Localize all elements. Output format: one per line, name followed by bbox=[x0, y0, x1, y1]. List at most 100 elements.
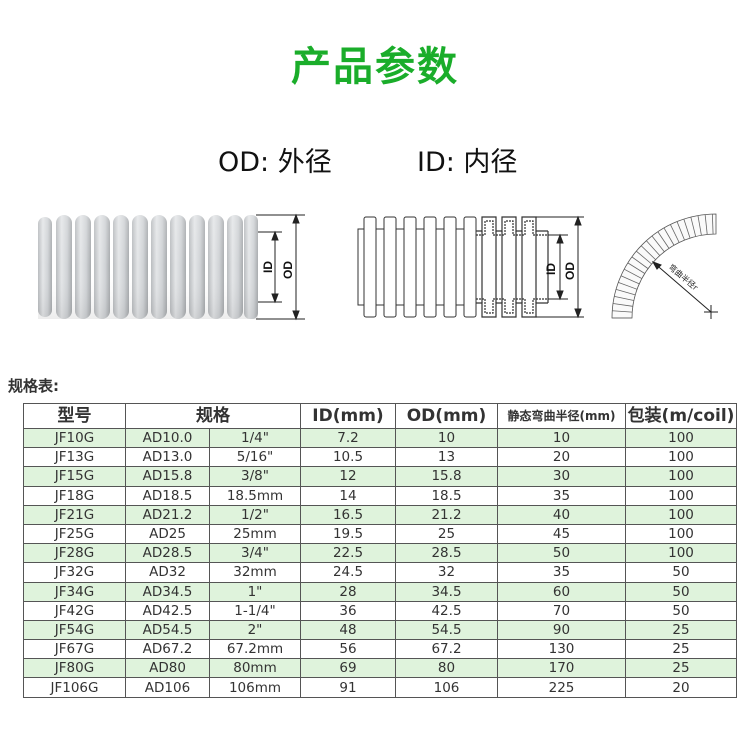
cell-model: JF80G bbox=[23, 658, 126, 679]
legend-od: OD: 外径 bbox=[218, 147, 332, 178]
cell-model: JF32G bbox=[23, 562, 126, 583]
cell-id: 56 bbox=[300, 639, 396, 660]
cell-ad: AD18.5 bbox=[125, 485, 210, 506]
cell-size: 18.5mm bbox=[209, 485, 301, 506]
cell-ad: AD28.5 bbox=[125, 543, 210, 564]
cell-bend-radius: 10 bbox=[497, 427, 626, 449]
cell-size: 1/4" bbox=[209, 427, 301, 449]
cell-packaging: 50 bbox=[625, 600, 737, 621]
cell-size: 3/4" bbox=[209, 543, 301, 564]
conduit-outer-view-figure: ID OD bbox=[38, 213, 305, 321]
table-header-row: 型号 规格 ID(mm) OD(mm) 静态弯曲半径(mm) 包装(m/coil… bbox=[23, 403, 737, 429]
cell-packaging: 25 bbox=[625, 639, 737, 660]
header-bend-radius: 静态弯曲半径(mm) bbox=[497, 403, 626, 429]
cell-model: JF18G bbox=[23, 485, 126, 506]
section-ribs bbox=[357, 216, 477, 318]
cell-packaging: 50 bbox=[625, 581, 737, 602]
cell-bend-radius: 50 bbox=[497, 543, 626, 564]
cell-model: JF13G bbox=[23, 447, 126, 468]
cell-size: 1" bbox=[209, 581, 301, 602]
cell-id: 24.5 bbox=[300, 562, 396, 583]
conduit-ribs bbox=[38, 215, 258, 319]
header-model: 型号 bbox=[23, 403, 126, 429]
cell-model: JF54G bbox=[23, 619, 126, 641]
cell-id: 12 bbox=[300, 466, 396, 487]
cell-ad: AD25 bbox=[125, 523, 210, 545]
cell-od: 42.5 bbox=[395, 600, 498, 621]
cell-od: 18.5 bbox=[395, 485, 498, 506]
cell-packaging: 25 bbox=[625, 619, 737, 641]
cell-id: 91 bbox=[300, 677, 396, 698]
cell-packaging: 100 bbox=[625, 427, 737, 449]
id-dimension-label: ID bbox=[261, 261, 275, 273]
cell-ad: AD106 bbox=[125, 677, 210, 698]
cell-bend-radius: 30 bbox=[497, 466, 626, 487]
cell-bend-radius: 90 bbox=[497, 619, 626, 641]
cell-packaging: 100 bbox=[625, 466, 737, 487]
cell-bend-radius: 60 bbox=[497, 581, 626, 602]
spec-table-label: 规格表: bbox=[8, 377, 59, 395]
cell-ad: AD34.5 bbox=[125, 581, 210, 602]
header-od: OD(mm) bbox=[395, 403, 498, 429]
conduit-section-view-figure: ID OD bbox=[357, 215, 584, 319]
cell-od: 106 bbox=[395, 677, 498, 698]
cell-packaging: 50 bbox=[625, 562, 737, 583]
spec-table: 型号 规格 ID(mm) OD(mm) 静态弯曲半径(mm) 包装(m/coil… bbox=[23, 403, 737, 698]
cell-model: JF15G bbox=[23, 466, 126, 487]
cell-ad: AD13.0 bbox=[125, 447, 210, 468]
cell-size: 5/16" bbox=[209, 447, 301, 468]
cell-bend-radius: 45 bbox=[497, 523, 626, 545]
cell-od: 21.2 bbox=[395, 504, 498, 525]
cell-od: 10 bbox=[395, 427, 498, 449]
cell-bend-radius: 70 bbox=[497, 600, 626, 621]
cell-size: 25mm bbox=[209, 523, 301, 545]
cell-model: JF21G bbox=[23, 504, 126, 525]
cell-od: 34.5 bbox=[395, 581, 498, 602]
cell-packaging: 25 bbox=[625, 658, 737, 679]
legend-id: ID: 内径 bbox=[417, 147, 518, 178]
header-packaging: 包装(m/coil) bbox=[625, 403, 737, 429]
cell-id: 28 bbox=[300, 581, 396, 602]
cell-packaging: 100 bbox=[625, 504, 737, 525]
cell-bend-radius: 35 bbox=[497, 562, 626, 583]
cell-od: 13 bbox=[395, 447, 498, 468]
cell-size: 1/2" bbox=[209, 504, 301, 525]
dimension-lines bbox=[256, 213, 305, 321]
cell-ad: AD42.5 bbox=[125, 600, 210, 621]
cell-size: 80mm bbox=[209, 658, 301, 679]
cell-id: 10.5 bbox=[300, 447, 396, 468]
cell-od: 54.5 bbox=[395, 619, 498, 641]
cell-model: JF25G bbox=[23, 523, 126, 545]
cell-size: 106mm bbox=[209, 677, 301, 698]
cell-od: 15.8 bbox=[395, 466, 498, 487]
header-spec: 规格 bbox=[125, 403, 301, 429]
bend-ribs bbox=[612, 214, 714, 319]
cell-size: 67.2mm bbox=[209, 639, 301, 660]
section-dimension-lines bbox=[536, 215, 584, 319]
cell-ad: AD67.2 bbox=[125, 639, 210, 660]
cell-id: 69 bbox=[300, 658, 396, 679]
cell-size: 32mm bbox=[209, 562, 301, 583]
cell-ad: AD54.5 bbox=[125, 619, 210, 641]
cell-ad: AD80 bbox=[125, 658, 210, 679]
cell-model: JF42G bbox=[23, 600, 126, 621]
cell-od: 67.2 bbox=[395, 639, 498, 660]
cell-id: 22.5 bbox=[300, 543, 396, 564]
cell-id: 16.5 bbox=[300, 504, 396, 525]
bend-radius-figure: 弯曲半径r bbox=[611, 213, 718, 319]
cell-ad: AD32 bbox=[125, 562, 210, 583]
cell-ad: AD15.8 bbox=[125, 466, 210, 487]
